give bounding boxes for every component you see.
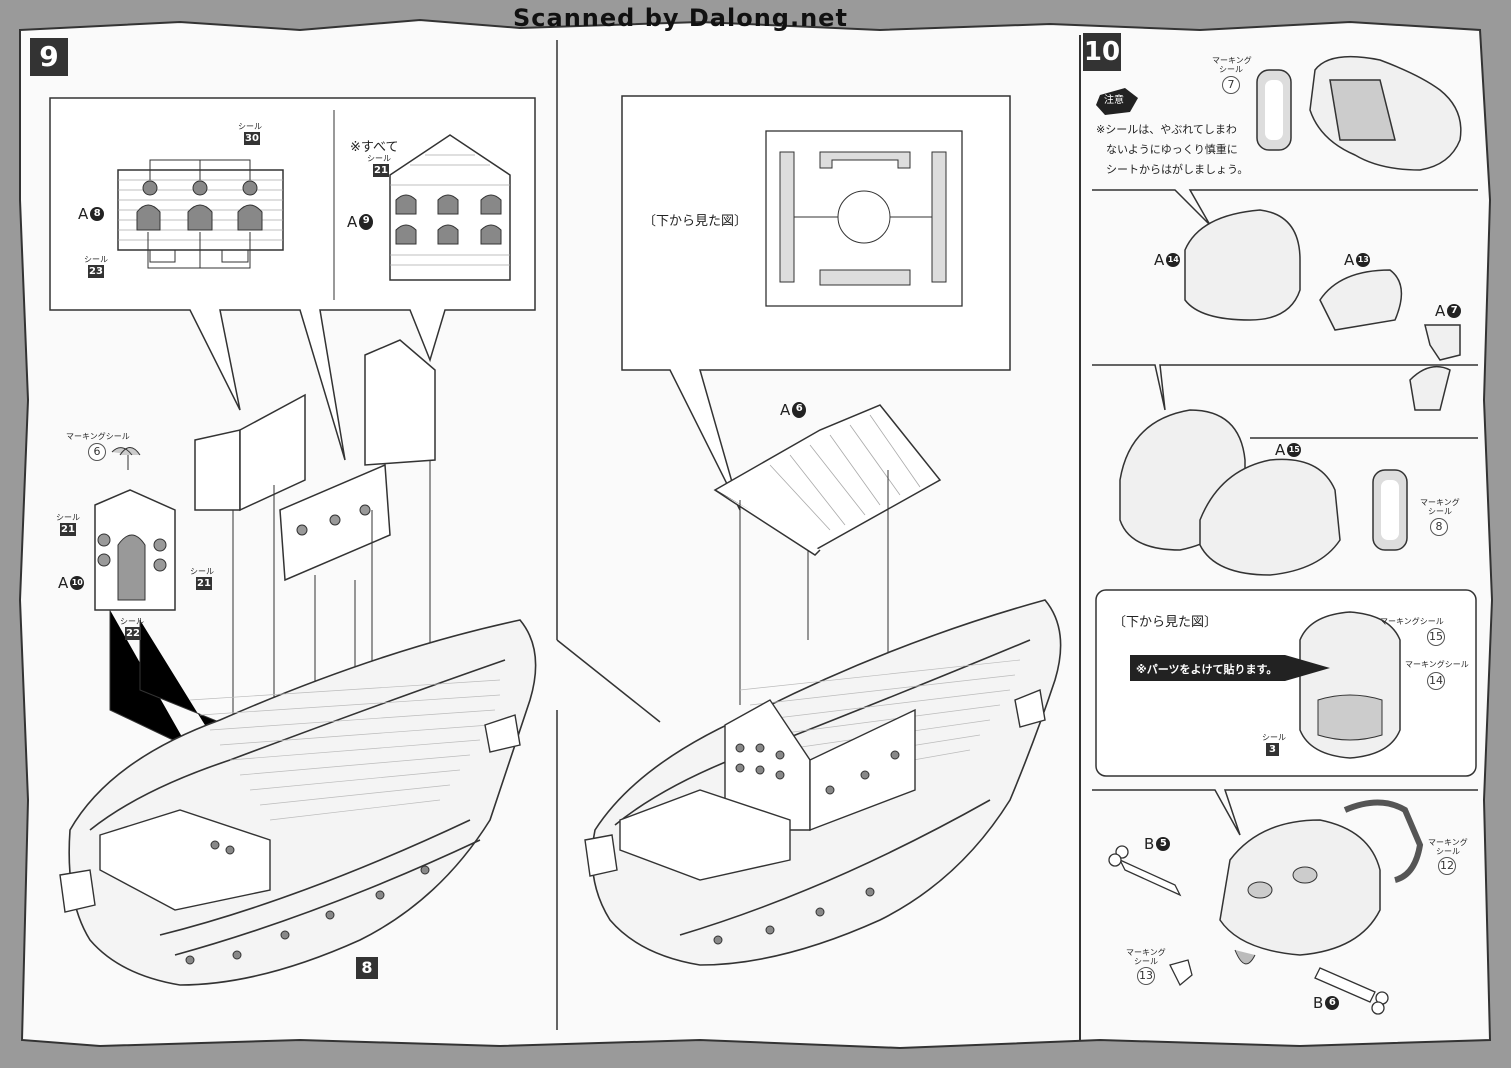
caution-line-2: ないようにゆっくり慎重に bbox=[1106, 143, 1238, 156]
marking-7-circle: 7 bbox=[1222, 76, 1240, 94]
seal-21-left-badge: 21 bbox=[60, 523, 76, 536]
part-b6-label: B 6 bbox=[1313, 994, 1340, 1012]
part-a8-number: 8 bbox=[90, 207, 105, 221]
part-b5-number: 5 bbox=[1156, 837, 1171, 851]
marking-7-top: マーキング bbox=[1212, 56, 1252, 65]
part-a13-number: 13 bbox=[1356, 253, 1371, 267]
part-a6-label: A 6 bbox=[780, 401, 807, 419]
caution-line-1: ※シールは、やぶれてしまわ bbox=[1096, 123, 1237, 136]
part-a9-label: A 9 bbox=[347, 213, 374, 231]
part-a14-number: 14 bbox=[1166, 253, 1181, 267]
part-a8-label: A 8 bbox=[78, 205, 105, 223]
part-b5-label: B 5 bbox=[1144, 835, 1171, 853]
caution-title: 注意 bbox=[1104, 95, 1124, 106]
part-a7-letter: A bbox=[1435, 302, 1446, 320]
seal-23-badge: 23 bbox=[88, 265, 104, 278]
seal-label-3: シール bbox=[1262, 733, 1286, 742]
bottom-view-label-step10: 〔下から見た図〕 bbox=[1113, 615, 1218, 630]
marking-8-bottom: シール bbox=[1428, 507, 1452, 516]
step-9-number: 9 bbox=[30, 38, 68, 76]
part-b6-number: 6 bbox=[1325, 996, 1340, 1010]
caution-line-3: シートからはがしましょう。 bbox=[1106, 163, 1249, 176]
part-a13-label: A 13 bbox=[1344, 251, 1371, 269]
part-a14-label: A 14 bbox=[1154, 251, 1181, 269]
part-a15-letter: A bbox=[1275, 441, 1286, 459]
seal-label-22: シール bbox=[120, 617, 144, 626]
part-a7-label: A 7 bbox=[1435, 302, 1462, 320]
marking-12-bottom: シール bbox=[1436, 847, 1460, 856]
seal-3-badge: 3 bbox=[1266, 743, 1279, 756]
marking-13-top: マーキング bbox=[1126, 948, 1166, 957]
marking-seal-label-6: マーキングシール bbox=[66, 432, 130, 441]
marking-12-circle: 12 bbox=[1438, 857, 1456, 875]
part-a15-label: A 15 bbox=[1275, 441, 1302, 459]
seal-21-top-badge: 21 bbox=[373, 164, 389, 177]
seal-label-21-top: シール bbox=[367, 154, 391, 163]
part-a10-number: 10 bbox=[70, 576, 85, 590]
marking-7-bottom: シール bbox=[1219, 65, 1243, 74]
seal-label-21-left: シール bbox=[56, 513, 80, 522]
marking-14-circle: 14 bbox=[1427, 672, 1445, 690]
part-a6-letter: A bbox=[780, 401, 791, 419]
part-a7-number: 7 bbox=[1447, 304, 1462, 318]
part-a14-letter: A bbox=[1154, 251, 1165, 269]
part-a13-letter: A bbox=[1344, 251, 1355, 269]
part-a9-letter: A bbox=[347, 213, 358, 231]
part-a9-number: 9 bbox=[359, 214, 374, 230]
part-b5-letter: B bbox=[1144, 835, 1155, 853]
seal-label-21-right: シール bbox=[190, 567, 214, 576]
part-b6-letter: B bbox=[1313, 994, 1324, 1012]
part-a15-number: 15 bbox=[1287, 443, 1302, 457]
marking-12-top: マーキング bbox=[1428, 838, 1468, 847]
seal-30-badge: 30 bbox=[244, 132, 260, 145]
part-a6-number: 6 bbox=[792, 402, 807, 418]
marking-14-label: マーキングシール bbox=[1405, 660, 1469, 669]
all-note: ※すべて bbox=[350, 140, 399, 155]
avoid-parts-note: ※パーツをよけて貼ります。 bbox=[1136, 663, 1278, 676]
marking-15-circle: 15 bbox=[1427, 628, 1445, 646]
step-10-number: 10 bbox=[1083, 33, 1121, 71]
marking-13-bottom: シール bbox=[1134, 957, 1158, 966]
marking-13-circle: 13 bbox=[1137, 967, 1155, 985]
bottom-view-label-step9: 〔下から見た図〕 bbox=[643, 214, 748, 229]
seal-label-23: シール bbox=[84, 255, 108, 264]
seal-label-30: シール bbox=[238, 122, 262, 131]
marking-8-top: マーキング bbox=[1420, 498, 1460, 507]
marking-6-circle: 6 bbox=[88, 443, 106, 461]
part-a8-letter: A bbox=[78, 205, 89, 223]
part-a10-letter: A bbox=[58, 574, 69, 592]
marking-8-circle: 8 bbox=[1430, 518, 1448, 536]
marking-15-label: マーキングシール bbox=[1380, 617, 1444, 626]
seal-22-badge: 22 bbox=[125, 627, 141, 640]
part-a10-label: A 10 bbox=[58, 574, 85, 592]
seal-21-right-badge: 21 bbox=[196, 577, 212, 590]
sub-step-8-badge: 8 bbox=[356, 957, 378, 979]
scan-credit: Scanned by Dalong.net bbox=[513, 4, 848, 32]
